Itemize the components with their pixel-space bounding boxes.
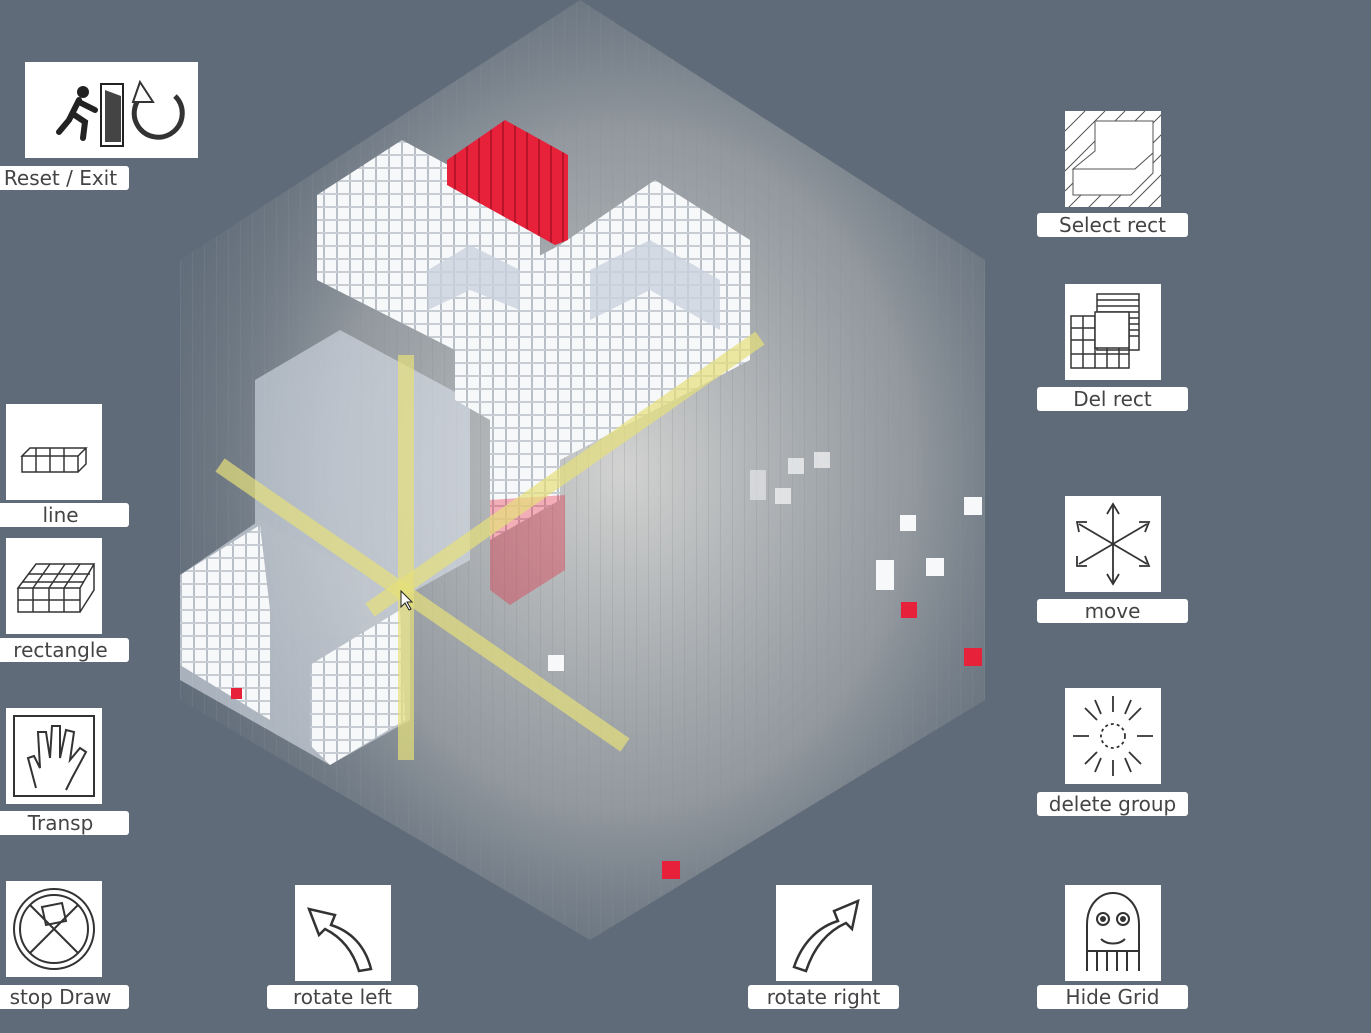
hand-icon: [13, 715, 95, 797]
reset-exit-button[interactable]: [25, 62, 198, 158]
delete-group-label[interactable]: delete group: [1037, 792, 1188, 816]
rectangle-tool-button[interactable]: [6, 538, 102, 634]
rotate-left-button[interactable]: [295, 885, 391, 981]
mouse-cursor-icon: [400, 589, 414, 611]
exit-reset-icon: [56, 79, 185, 147]
selected-red-voxels: [231, 120, 982, 879]
axis-cursor: [215, 331, 765, 760]
select-rect-label[interactable]: Select rect: [1037, 213, 1188, 237]
del-rect-icon: [1070, 293, 1140, 369]
select-rect-icon: [1064, 110, 1166, 212]
transparency-button[interactable]: [6, 708, 102, 804]
scattered-white-voxels: [548, 452, 982, 671]
rotate-right-arrow-icon: [792, 898, 860, 973]
hide-grid-label[interactable]: Hide Grid: [1037, 985, 1188, 1009]
rectangle-icon: [16, 563, 96, 613]
move-label[interactable]: move: [1037, 599, 1188, 623]
select-rect-button[interactable]: [1064, 110, 1166, 212]
hide-grid-button[interactable]: [1065, 885, 1161, 981]
line-tool-button[interactable]: [6, 404, 102, 500]
explode-icon: [1073, 696, 1153, 776]
move-arrows-icon: [1075, 502, 1151, 586]
move-button[interactable]: [1065, 496, 1161, 592]
rotate-right-button[interactable]: [776, 885, 872, 981]
transp-label[interactable]: Transp: [0, 811, 129, 835]
line-icon: [20, 447, 88, 473]
del-rect-label[interactable]: Del rect: [1037, 387, 1188, 411]
line-label[interactable]: line: [0, 503, 129, 527]
ghost-icon: [1086, 891, 1140, 971]
stop-draw-button[interactable]: [6, 881, 102, 977]
rotate-right-label[interactable]: rotate right: [748, 985, 899, 1009]
delete-group-button[interactable]: [1065, 688, 1161, 784]
rotate-left-label[interactable]: rotate left: [267, 985, 418, 1009]
stop-draw-label[interactable]: stop Draw: [0, 985, 129, 1009]
rectangle-label[interactable]: rectangle: [0, 638, 129, 662]
rotate-left-arrow-icon: [306, 907, 373, 973]
del-rect-button[interactable]: [1065, 284, 1161, 380]
reset-exit-label[interactable]: Reset / Exit: [0, 166, 129, 190]
stop-draw-icon: [13, 888, 95, 970]
